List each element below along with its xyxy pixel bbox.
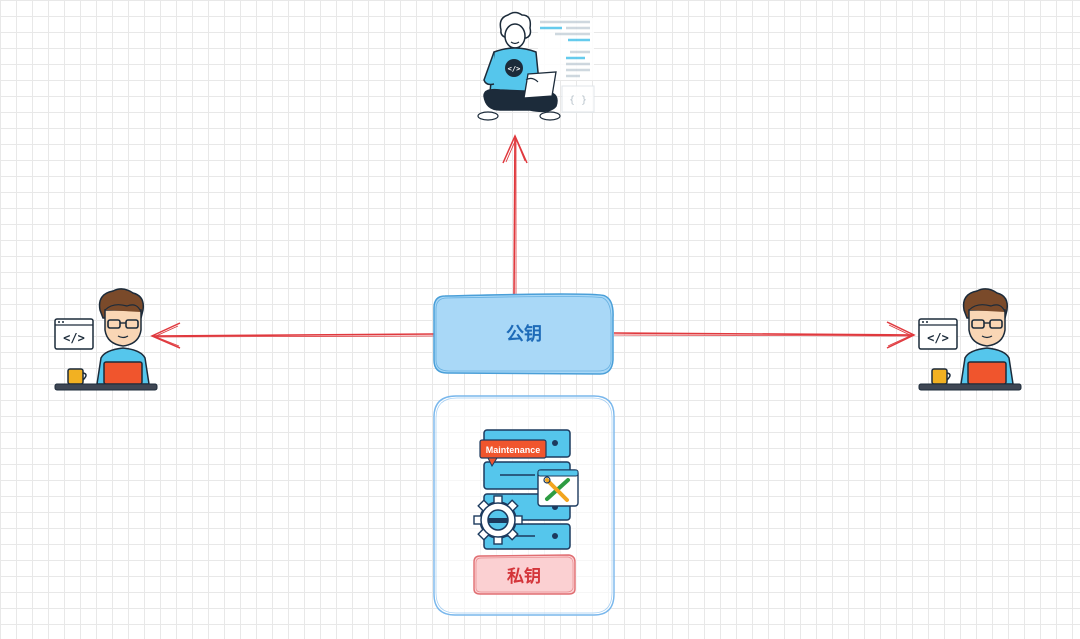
left-code-window-icon: </> bbox=[54, 318, 94, 350]
arrow-to-top-developer bbox=[502, 134, 528, 295]
left-code-glyph: </> bbox=[63, 331, 85, 345]
server-maintenance-illustration: Maintenance bbox=[473, 429, 579, 550]
wrench-screwdriver-icon bbox=[537, 469, 579, 507]
private-key-label: 私钥 bbox=[507, 566, 541, 587]
top-developer-code-glyph: </> bbox=[508, 65, 521, 73]
right-code-window-icon: </> bbox=[918, 318, 958, 350]
private-key-box[interactable]: 私钥 bbox=[473, 554, 576, 595]
left-developer-illustration: </> bbox=[54, 288, 158, 391]
maintenance-label: Maintenance bbox=[486, 445, 541, 455]
right-developer-illustration: </> bbox=[918, 288, 1022, 391]
arrow-to-right-developer bbox=[613, 321, 916, 349]
arrow-to-left-developer bbox=[150, 322, 435, 349]
right-coffee-mug-icon bbox=[931, 368, 951, 385]
public-key-box[interactable]: 公钥 bbox=[433, 293, 614, 375]
public-key-label: 公钥 bbox=[506, 323, 542, 345]
maintenance-tag bbox=[479, 439, 547, 459]
top-developer-illustration: { } </> bbox=[477, 11, 595, 121]
left-coffee-mug-icon bbox=[67, 368, 87, 385]
gear-icon bbox=[473, 495, 523, 545]
code-panel: { } bbox=[538, 18, 595, 113]
right-code-glyph: </> bbox=[927, 331, 949, 345]
svg-text:{ }: { } bbox=[569, 95, 587, 106]
